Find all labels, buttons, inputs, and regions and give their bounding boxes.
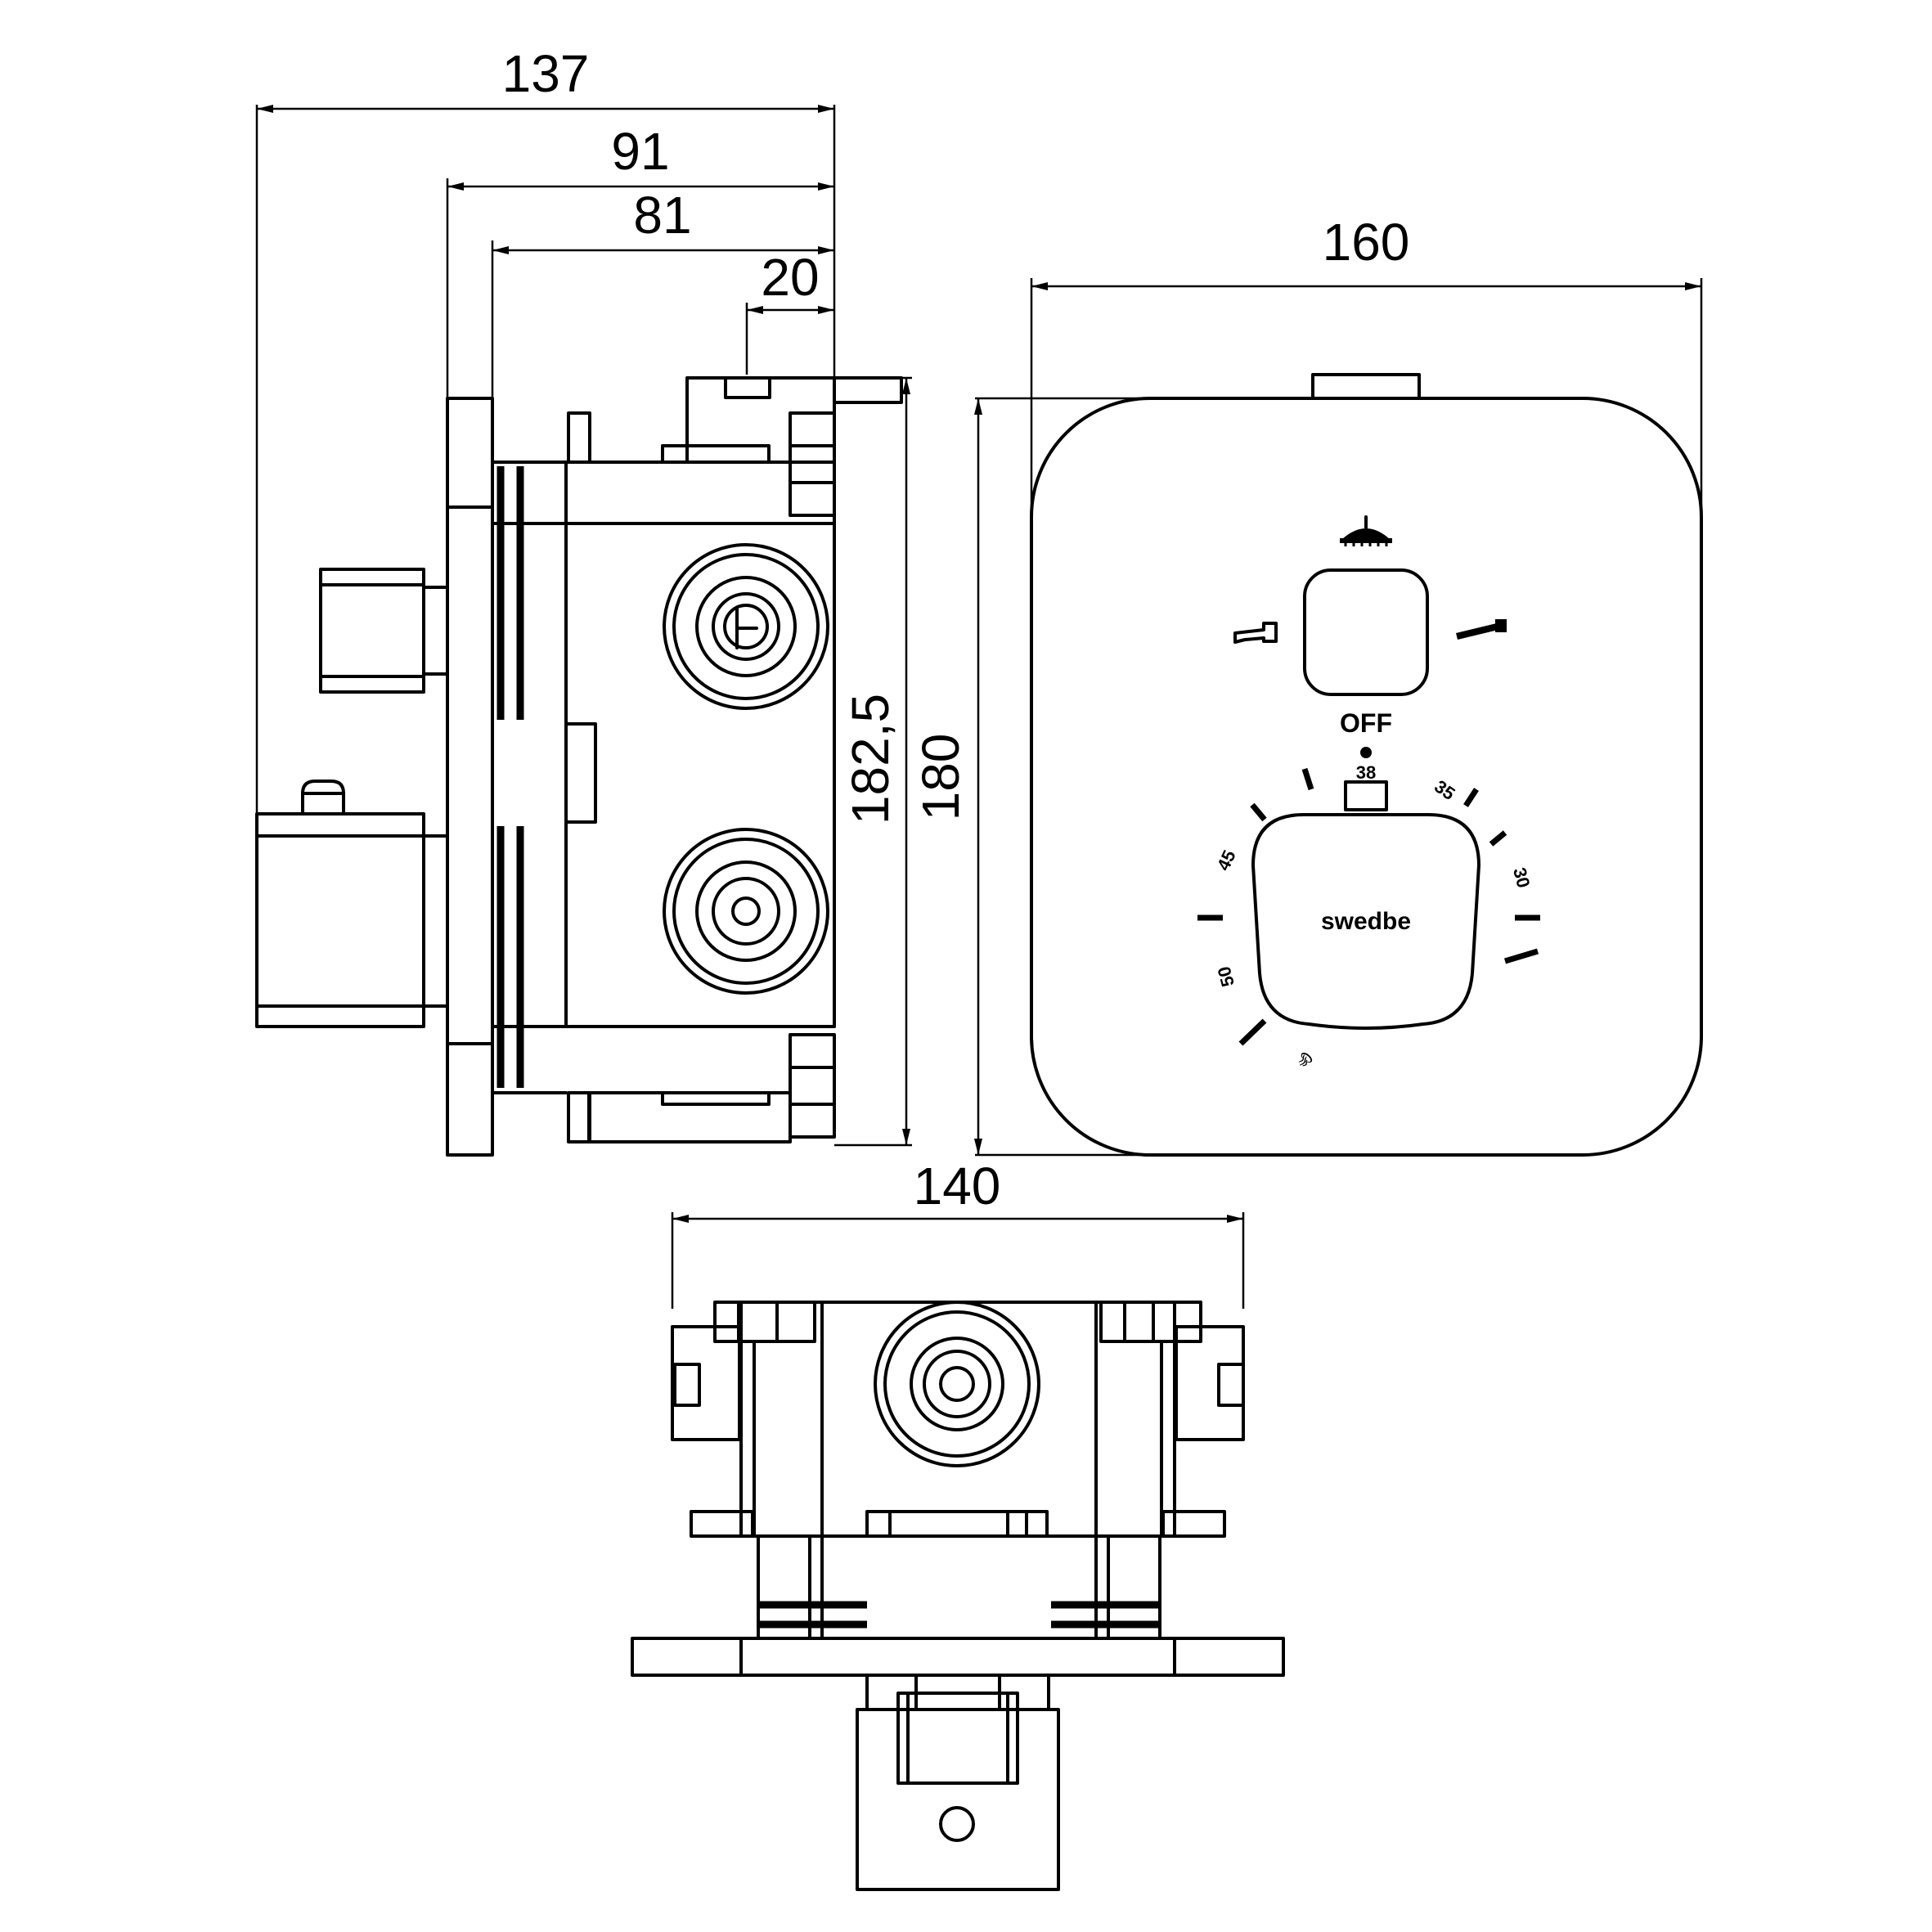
front-view: OFF 38 35 30 45 50 ♨ swedbe (911, 213, 1703, 1157)
hand-shower-icon (1456, 619, 1507, 640)
scale-hot: ♨ (1292, 1047, 1318, 1073)
shower-head-icon (1340, 515, 1392, 546)
diverter-knob[interactable] (1303, 568, 1429, 696)
dim-160: 160 (1323, 213, 1410, 272)
dim-182-5: 182,5 (841, 694, 900, 824)
dim-20: 20 (761, 248, 819, 307)
dim-180: 180 (911, 734, 970, 821)
side-view: 137 91 81 20 182,5 (255, 44, 912, 1157)
brand-logo: swedbe (1321, 908, 1411, 935)
dim-137: 137 (502, 44, 590, 103)
top-port (874, 1301, 1040, 1467)
dim-81: 81 (633, 186, 691, 245)
dim-140: 140 (914, 1157, 1001, 1215)
lower-port (663, 828, 829, 995)
thermostat-knob[interactable] (1251, 813, 1480, 1030)
scale-45: 45 (1213, 847, 1240, 874)
scale-35: 35 (1431, 776, 1458, 805)
dim-91: 91 (611, 122, 669, 181)
scale-38: 38 (1356, 762, 1376, 783)
scale-30: 30 (1509, 865, 1534, 890)
upper-port (663, 543, 829, 710)
scale-50: 50 (1214, 964, 1238, 989)
off-label: OFF (1340, 708, 1392, 738)
spout-icon (1233, 622, 1278, 644)
top-view: 140 (631, 1157, 1285, 1891)
